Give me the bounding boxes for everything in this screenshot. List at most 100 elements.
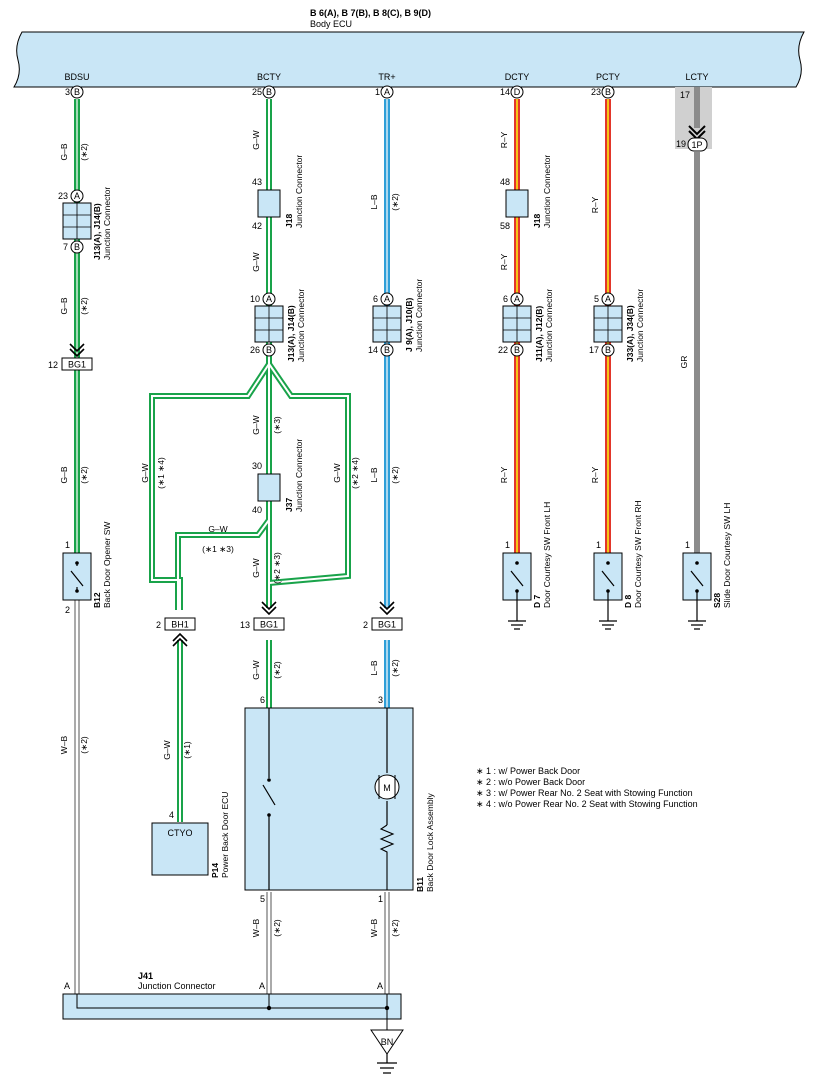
wire-labels: G–B (∗2) G–B (∗2) G–B (∗2) W–B (∗2) G–W … [59, 130, 689, 937]
pin-num: 58 [500, 221, 510, 231]
wire-label: G–W [162, 740, 172, 759]
pin-num: A [64, 981, 70, 991]
legend-item: ∗ 4 : w/o Power Rear No. 2 Seat with Sto… [476, 799, 698, 809]
terminal-dcty: DCTY [505, 72, 530, 82]
connector-name: Junction Connector [138, 981, 216, 991]
wire-label: G–W [251, 252, 261, 271]
terminal-bdsu: BDSU [64, 72, 89, 82]
connector-body [257, 189, 281, 218]
pin-circle [601, 292, 615, 306]
component-name: Power Back Door ECU [220, 792, 230, 878]
legend: ∗ 1 : w/ Power Back Door ∗ 2 : w/o Power… [476, 766, 698, 809]
pin-num: 30 [252, 461, 262, 471]
pin-conn: B [266, 345, 272, 355]
inline-bh1: 2 BH1 [156, 617, 196, 647]
connector-label: BG1 [378, 620, 396, 630]
pin-num: 13 [240, 620, 250, 630]
pin-num: 12 [48, 360, 58, 370]
pin-num: 48 [500, 177, 510, 187]
pin-num: 2 [156, 620, 161, 630]
wire-label: G–B [59, 466, 69, 483]
pin-circle [510, 343, 524, 357]
component-code: B11 [415, 877, 425, 892]
wire-label: G–W [251, 660, 261, 679]
connector-name: Junction Connector [294, 155, 304, 228]
connector-body [253, 617, 285, 631]
pin-num: 2 [65, 605, 70, 615]
pin-bcty-conn: B [266, 87, 272, 97]
ground-point-icon [370, 1029, 404, 1055]
pin-num: 6 [503, 294, 508, 304]
junction-j9: 6 A 14 B J 9(A), J10(B) Junction Connect… [368, 279, 424, 357]
pin-conn: B [605, 345, 611, 355]
chevron-down-icon [69, 343, 85, 358]
wire-note: (∗2) [79, 143, 89, 161]
wire-note: (∗2) [390, 466, 400, 484]
wire-label: W–B [251, 918, 261, 937]
connector-code: J41 [138, 971, 153, 981]
pin-circle [262, 292, 276, 306]
wire-label: G–B [59, 143, 69, 160]
pin-num: 3 [378, 695, 383, 705]
connector-name: Junction Connector [635, 289, 645, 362]
pin-pcty [601, 85, 615, 99]
pin-conn: B [384, 345, 390, 355]
component-code: S28 [712, 593, 722, 608]
pin-num: 7 [63, 242, 68, 252]
junction-j13-top: 23 A 7 B J13(A), J14(B) Junction Connect… [58, 187, 112, 260]
wire-label: R–Y [499, 253, 509, 270]
wire-note: (∗2) [390, 193, 400, 211]
pin-conn: B [514, 345, 520, 355]
connector-code: J11(A), J12(B) [534, 306, 544, 362]
pin-num: 40 [252, 505, 262, 515]
pin-conn: A [605, 294, 611, 304]
wire-label: W–B [59, 735, 69, 754]
pin-conn: B [74, 242, 80, 252]
pin-num: 1 [685, 540, 690, 550]
pin-pcty-num: 23 [591, 87, 601, 97]
pin-num: 14 [368, 345, 378, 355]
pin-lcty-conn-label: 1P [691, 140, 702, 150]
wire-label: G–B [59, 297, 69, 314]
component-name: Back Door Lock Assembly [425, 793, 435, 892]
body-ecu-block [13, 31, 805, 88]
connector-label: BH1 [171, 620, 189, 630]
pin-num: 1 [596, 540, 601, 550]
connector-name: Junction Connector [102, 187, 112, 260]
pin-conn: A [74, 191, 80, 201]
connector-body [164, 617, 196, 631]
wire-note: (∗2 ∗4) [350, 457, 360, 489]
wire-label: L–B [369, 194, 379, 209]
wire-label: G–W [332, 463, 342, 482]
pin-bdsu [70, 85, 84, 99]
terminal-lcty: LCTY [685, 72, 708, 82]
lcty-arrow-icon [688, 125, 706, 136]
ground-bn: BN [370, 1029, 404, 1074]
pin-bcty-num: 25 [252, 87, 262, 97]
pin-bdsu-conn: B [74, 87, 80, 97]
pin-lcty-conn-num: 19 [676, 139, 686, 149]
wire-note: (∗2) [79, 466, 89, 484]
connector-body [257, 473, 281, 502]
pin-lcty-num: 17 [680, 90, 690, 100]
junction-j11: 6 A 22 B J11(A), J12(B) Junction Connect… [498, 289, 554, 362]
wire-ground [74, 600, 390, 1011]
pin-conn: A [266, 294, 272, 304]
pin-lcty-conn [687, 137, 708, 152]
wire-label: R–Y [590, 466, 600, 483]
junction-j33: 5 A 17 B J33(A), J34(B) Junction Connect… [589, 289, 645, 362]
wire-label: G–W [251, 558, 261, 577]
wire-label: R–Y [590, 196, 600, 213]
connector-name: Junction Connector [544, 289, 554, 362]
pin-conn: A [384, 294, 390, 304]
pin-bcty [262, 85, 276, 99]
wire-lcty [675, 87, 712, 553]
wire-label: G–W [251, 415, 261, 434]
switch-icon [690, 570, 704, 621]
junction-j13-mid: 10 A 26 B J13(A), J14(B) Junction Connec… [250, 289, 306, 362]
ground-icon [688, 620, 706, 630]
connector-label: BG1 [260, 620, 278, 630]
wire-note: (∗2) [79, 297, 89, 315]
component-code: D 7 [532, 595, 542, 609]
connector-code: J37 [284, 498, 294, 512]
